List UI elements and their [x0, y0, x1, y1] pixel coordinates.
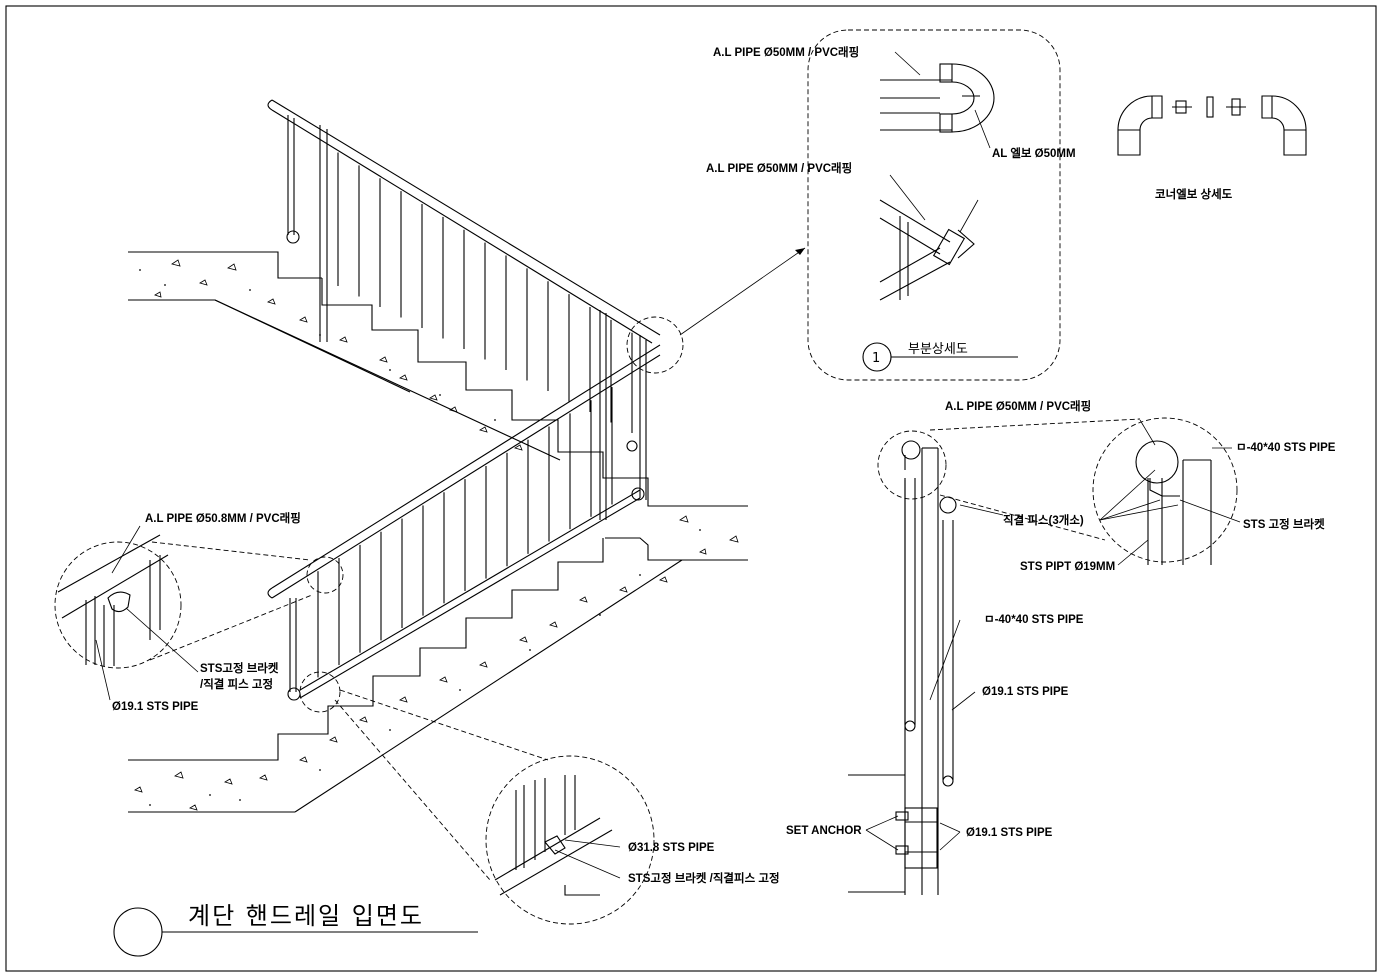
sheet-border	[5, 5, 1377, 972]
section-label-pipe-19-1: Ø19.1 STS PIPE	[982, 686, 1069, 698]
title-block	[113, 907, 478, 957]
detail-label-al-pipe-top: A.L PIPE Ø50MM / PVC래핑	[713, 45, 859, 59]
section-detail	[848, 417, 1241, 895]
corner-elbow-caption: 코너엘보 상세도	[1155, 187, 1233, 201]
callout-sts-bracket-line2: /직결 피스 고정	[200, 677, 273, 691]
drawing-title: 계단 핸드레일 입면도	[188, 902, 424, 930]
detail-caption: 부분상세도	[908, 342, 968, 357]
section-label-set-anchor: SET ANCHOR	[786, 825, 862, 837]
upper-balusters	[337, 152, 633, 433]
detail-number: 1	[872, 351, 880, 366]
callout-pipe-19-1: Ø19.1 STS PIPE	[112, 701, 199, 713]
bottom-magnified-detail	[334, 689, 655, 925]
detail-label-al-pipe-mid: A.L PIPE Ø50MM / PVC래핑	[706, 161, 852, 175]
section-label-screw: 직결 피스(3개소)	[1003, 513, 1084, 527]
section-label-sq-pipe: ㅁ-40*40 STS PIPE	[984, 614, 1084, 626]
section-label-al-pipe: A.L PIPE Ø50MM / PVC래핑	[945, 399, 1091, 413]
callout-bottom-bracket: STS고정 브라켓 /직결피스 고정	[628, 871, 780, 885]
section-label-pipe-19-1-b: Ø19.1 STS PIPE	[966, 827, 1053, 839]
detail-callout-circle-1	[626, 316, 684, 374]
callout-sts-bracket: STS고정 브라켓	[200, 661, 279, 675]
main-stair-elevation	[54, 99, 806, 925]
coupler-parts	[1172, 96, 1246, 118]
lower-balusters	[317, 387, 613, 678]
landing	[603, 477, 748, 561]
lower-handrail	[267, 344, 661, 701]
detail-callout-circle-2	[306, 556, 344, 594]
upper-flight-steps	[214, 278, 648, 479]
detail-label-al-elbow: AL 엘보 Ø50MM	[992, 146, 1076, 160]
corner-elbow-detail	[1117, 95, 1307, 156]
partial-detail-panel	[807, 29, 1061, 381]
section-label-bracket: STS 고정 브라켓	[1243, 517, 1325, 531]
callout-al-pipe-50-8: A.L PIPE Ø50.8MM / PVC래핑	[145, 511, 301, 525]
concrete-hatch	[134, 259, 739, 811]
section-label-sts-pipt: STS PIPT Ø19MM	[1020, 561, 1115, 573]
callout-pipe-31-8: Ø31.8 STS PIPE	[628, 842, 715, 854]
detail-callout-circle-3	[299, 671, 341, 713]
upper-handrail	[267, 99, 661, 344]
left-magnified-detail	[54, 534, 313, 669]
section-label-sq-pipe-top: ㅁ-40*40 STS PIPE	[1236, 442, 1336, 454]
lower-flight-steps	[128, 538, 683, 813]
landing-post	[599, 310, 647, 520]
